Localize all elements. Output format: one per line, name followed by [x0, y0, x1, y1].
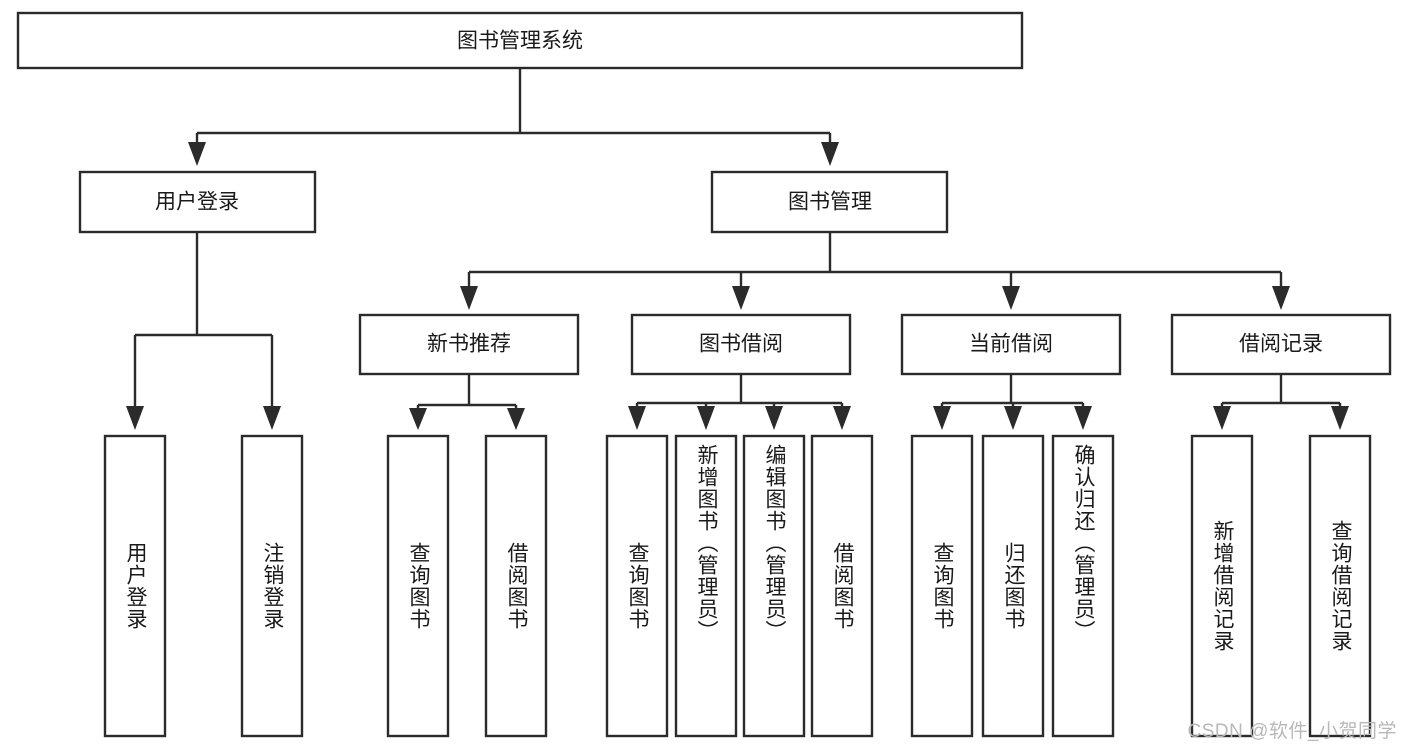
node-book-borrow[interactable]: 图书借阅 [630, 313, 852, 376]
node-user-login-box[interactable] [78, 170, 317, 234]
arrow-head-current-borrow [1002, 286, 1020, 310]
node-leaf-user-logout-box[interactable] [240, 434, 304, 738]
arrow-head-leaf-borrow-add-book [697, 406, 715, 430]
node-book-manage[interactable]: 图书管理 [710, 170, 949, 234]
node-book-borrow-label: 图书借阅 [699, 333, 783, 356]
arrow-head-leaf-record-add [1213, 406, 1231, 430]
arrow-head-leaf-record-query [1331, 406, 1349, 430]
node-current-borrow-box[interactable] [900, 313, 1122, 376]
arrow-head-leaf-borrow-edit-book [765, 406, 783, 430]
connector-group-root-to-level1 [188, 68, 839, 166]
connector-group-borrow-record-to-leaves [1213, 374, 1349, 430]
arrow-head-leaf-rec-query-book [409, 408, 427, 430]
node-borrow-record-box[interactable] [1170, 313, 1392, 376]
arrow-head-leaf-current-return-book [1004, 406, 1022, 430]
node-user-login[interactable]: 用户登录 [78, 170, 317, 234]
node-leaf-borrow-add-book-box[interactable] [674, 434, 738, 738]
node-current-borrow-label: 当前借阅 [969, 333, 1053, 356]
node-new-book-rec-label: 新书推荐 [427, 333, 511, 356]
node-leaf-borrow-edit-book-box[interactable] [742, 434, 806, 738]
arrow-head-book-manage [821, 142, 839, 166]
node-book-borrow-box[interactable] [630, 313, 852, 376]
node-book-manage-label: 图书管理 [788, 191, 872, 214]
arrow-head-leaf-borrow-query-book [628, 406, 646, 430]
arrow-head-leaf-user-logout [263, 406, 281, 430]
arrow-head-leaf-rec-borrow-book [507, 408, 525, 430]
node-leaf-current-query-book-box[interactable] [910, 434, 974, 738]
node-leaf-current-confirm-return-box[interactable] [1051, 434, 1115, 738]
node-leaf-user-login-box[interactable] [103, 434, 167, 738]
arrow-head-leaf-current-confirm-return [1074, 406, 1092, 430]
node-root-box[interactable] [16, 11, 1024, 70]
node-leaf-current-return-book-box[interactable] [981, 434, 1045, 738]
node-root[interactable]: 图书管理系统 [16, 11, 1024, 70]
connector-group-current-borrow-to-leaves [933, 374, 1092, 430]
arrow-head-leaf-current-query-book [933, 406, 951, 430]
connector-group-book-manage-to-level2 [460, 232, 1290, 310]
arrow-head-leaf-borrow-borrow-book [833, 406, 851, 430]
connector-group-user-login-to-leaves [126, 232, 281, 430]
node-new-book-rec-box[interactable] [358, 313, 580, 376]
node-leaf-borrow-borrow-book-box[interactable] [810, 434, 874, 738]
arrow-head-user-login [188, 142, 206, 166]
node-leaf-record-query-box[interactable] [1308, 434, 1372, 738]
node-borrow-record-label: 借阅记录 [1239, 333, 1323, 356]
arrow-head-leaf-user-login [126, 406, 144, 430]
node-leaf-record-add-box[interactable] [1190, 434, 1254, 738]
node-leaf-borrow-query-book-box[interactable] [605, 434, 669, 738]
node-root-label: 图书管理系统 [457, 30, 583, 53]
connector-group-new-book-rec-to-leaves [409, 374, 525, 430]
arrow-head-borrow-record [1272, 286, 1290, 310]
arrow-head-book-borrow [732, 286, 750, 310]
connector-group-book-borrow-to-leaves [628, 374, 851, 430]
node-new-book-rec[interactable]: 新书推荐 [358, 313, 580, 376]
node-leaf-rec-query-book-box[interactable] [386, 434, 450, 738]
arrow-head-new-book-rec [460, 286, 478, 310]
node-book-manage-box[interactable] [710, 170, 949, 234]
node-user-login-label: 用户登录 [155, 191, 239, 214]
node-borrow-record[interactable]: 借阅记录 [1170, 313, 1392, 376]
node-current-borrow[interactable]: 当前借阅 [900, 313, 1122, 376]
node-leaf-rec-borrow-book-box[interactable] [484, 434, 548, 738]
